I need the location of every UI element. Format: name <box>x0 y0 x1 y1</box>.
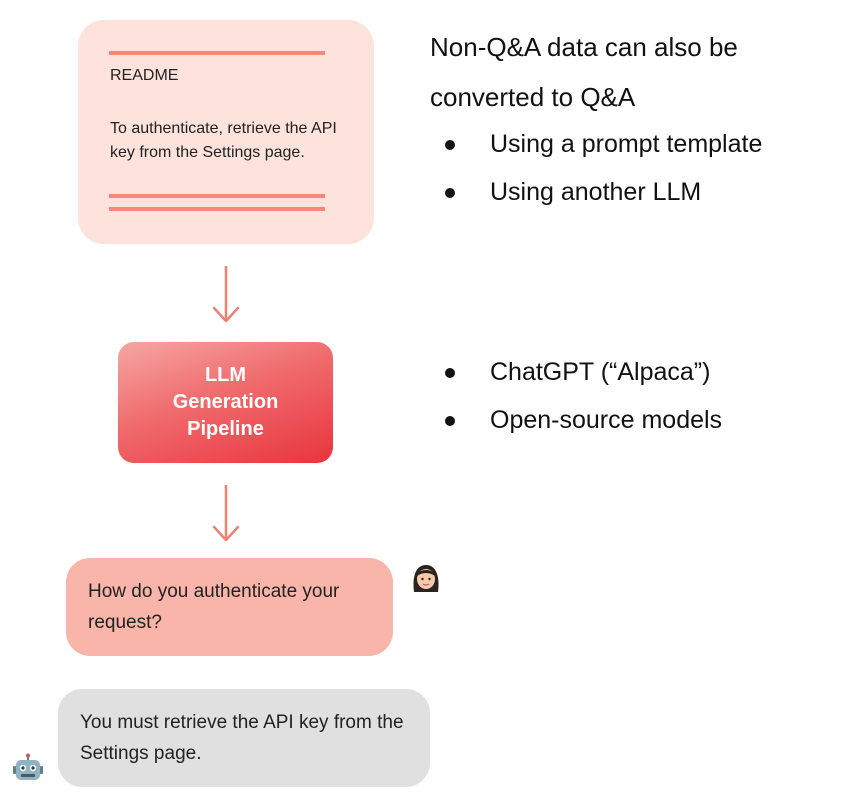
bot-answer-text: You must retrieve the API key from the S… <box>80 712 404 764</box>
pipeline-label-line2: Generation <box>172 391 279 413</box>
bullet-item: Open-source models <box>445 406 722 435</box>
bullet-dot <box>445 367 455 378</box>
down-arrow-icon <box>212 266 240 323</box>
bullet-text: Open-source models <box>490 406 723 434</box>
bullet-item: Using a prompt template <box>445 130 762 159</box>
readme-card: README To authenticate, retrieve the API… <box>78 20 374 244</box>
bullet-item: ChatGPT (“Alpaca”) <box>445 358 710 387</box>
robot-face-icon <box>13 753 43 780</box>
bullet-item: Using another LLM <box>445 178 701 207</box>
bullet-text: ChatGPT (“Alpaca”) <box>490 358 711 386</box>
bullet-text: Using another LLM <box>490 178 702 206</box>
llm-generation-pipeline: LLM Generation Pipeline <box>118 342 333 463</box>
bullet-text: Using a prompt template <box>490 130 763 158</box>
woman-face-icon <box>413 565 439 592</box>
readme-top-rule <box>109 51 325 55</box>
intro-line-1: Non-Q&A data can also be <box>430 32 738 62</box>
readme-bottom-rule-1 <box>109 194 325 198</box>
bot-answer-bubble: You must retrieve the API key from the S… <box>58 689 430 787</box>
intro-line-2: converted to Q&A <box>430 82 636 112</box>
bullet-dot <box>445 187 455 198</box>
bullet-dot <box>445 415 455 426</box>
user-question-text: How do you authenticate your request? <box>88 581 340 633</box>
readme-bottom-rule-2 <box>109 207 325 211</box>
readme-body: To authenticate, retrieve the API key fr… <box>110 120 337 161</box>
bullet-dot <box>445 139 455 150</box>
user-question-bubble: How do you authenticate your request? <box>66 558 393 656</box>
readme-title: README <box>110 67 179 84</box>
pipeline-label-line3: Pipeline <box>187 418 264 440</box>
down-arrow-icon <box>212 485 240 542</box>
pipeline-label-line1: LLM <box>204 364 247 386</box>
